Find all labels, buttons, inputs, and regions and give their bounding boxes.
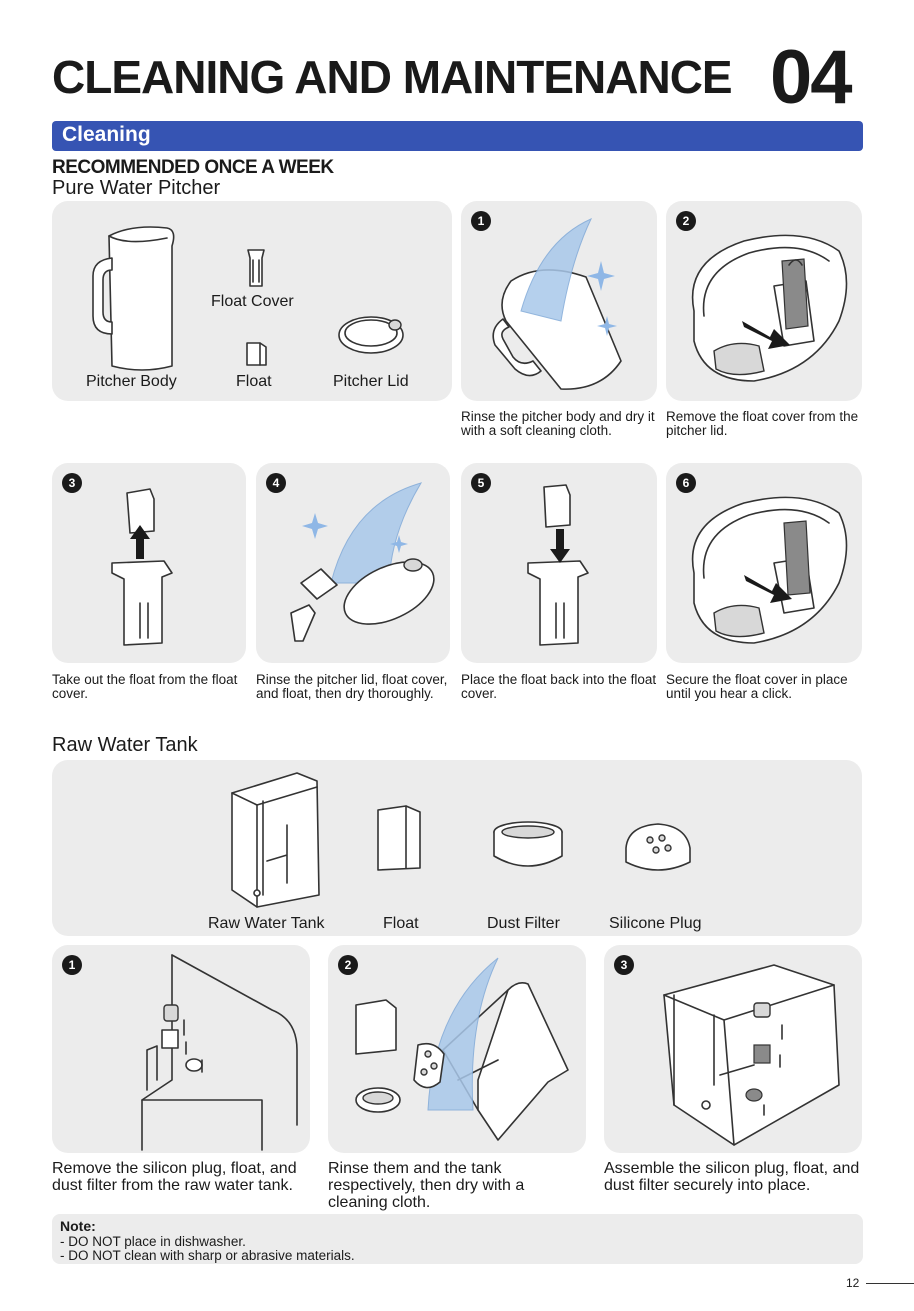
raw-water-tank-icon — [231, 772, 320, 908]
page-number: 12 — [846, 1276, 860, 1290]
frequency-heading: RECOMMENDED ONCE A WEEK — [52, 157, 334, 178]
tank-assemble-icon — [663, 964, 840, 1146]
step-number: 6 — [676, 473, 696, 493]
sparkle-icon — [587, 261, 615, 291]
pitcher-step-6-caption: Secure the float cover in place until yo… — [666, 672, 848, 701]
page-title: CLEANING AND MAINTENANCE — [52, 51, 733, 103]
pitcher-step-3-panel: 3 — [52, 463, 246, 663]
section-band-label: Cleaning — [62, 123, 151, 146]
pitcher-heading: Pure Water Pitcher — [52, 177, 221, 199]
tank-step-3-caption: Assemble the silicon plug, float, and du… — [604, 1160, 860, 1194]
section-band: Cleaning — [52, 121, 863, 151]
float-icon — [246, 342, 267, 366]
tank-float-label: Float — [383, 915, 419, 932]
step-number: 4 — [266, 473, 286, 493]
chapter-number: 04 — [770, 35, 853, 120]
pitcher-parts-panel: Float Cover Pitcher Body Float Pitcher L… — [52, 201, 452, 401]
lid-secure-icon — [691, 496, 848, 644]
step-number: 1 — [62, 955, 82, 975]
tank-step-2-panel: 2 — [328, 945, 586, 1153]
pitcher-body-icon — [92, 226, 175, 371]
float-remove-icon — [111, 488, 173, 646]
dust-filter-icon — [493, 821, 563, 867]
lid-rinse-icon — [290, 482, 435, 642]
float-icon — [377, 805, 421, 871]
pitcher-step-1-caption: Rinse the pitcher body and dry it with a… — [461, 409, 655, 438]
note-box: Note: - DO NOT place in dishwasher. - DO… — [52, 1214, 863, 1264]
tank-step-2-caption: Rinse them and the tank respectively, th… — [328, 1160, 525, 1211]
pitcher-rinse-icon — [492, 217, 622, 390]
page-number-rule — [866, 1283, 914, 1284]
raw-water-tank-label: Raw Water Tank — [208, 915, 325, 932]
tank-step-3-panel: 3 — [604, 945, 862, 1153]
lid-remove-icon — [691, 234, 848, 382]
tank-step-1-panel: 1 — [52, 945, 310, 1153]
pitcher-step-1-panel: 1 — [461, 201, 657, 401]
float-insert-icon — [527, 484, 589, 646]
pitcher-step-3-caption: Take out the float from the float cover. — [52, 672, 238, 701]
pitcher-step-6-panel: 6 — [666, 463, 862, 663]
step-number: 5 — [471, 473, 491, 493]
step-number: 3 — [62, 473, 82, 493]
tank-parts-panel: Raw Water Tank Float Dust Filter Silicon… — [52, 760, 862, 936]
step-number: 2 — [338, 955, 358, 975]
note-line: - DO NOT place in dishwasher. — [60, 1234, 246, 1249]
tank-disassemble-icon — [141, 954, 298, 1151]
step-number: 1 — [471, 211, 491, 231]
pitcher-body-label: Pitcher Body — [86, 373, 177, 390]
float-cover-icon — [247, 249, 265, 287]
pitcher-lid-label: Pitcher Lid — [333, 373, 409, 390]
pitcher-step-4-caption: Rinse the pitcher lid, float cover, and … — [256, 672, 448, 701]
tank-rinse-icon — [355, 957, 569, 1141]
tank-heading: Raw Water Tank — [52, 734, 198, 756]
arrow-icon — [742, 321, 790, 349]
silicone-plug-label: Silicone Plug — [609, 915, 702, 932]
pitcher-step-4-panel: 4 — [256, 463, 450, 663]
pitcher-lid-icon — [338, 316, 404, 354]
pitcher-step-2-panel: 2 — [666, 201, 862, 401]
pitcher-step-2-caption: Remove the float cover from the pitcher … — [666, 409, 859, 438]
tank-step-1-caption: Remove the silicon plug, float, and dust… — [52, 1160, 297, 1194]
float-cover-label: Float Cover — [211, 293, 294, 310]
step-number: 3 — [614, 955, 634, 975]
dust-filter-label: Dust Filter — [487, 915, 560, 932]
note-line: - DO NOT clean with sharp or abrasive ma… — [60, 1248, 355, 1263]
silicone-plug-icon — [625, 823, 691, 871]
note-title: Note: — [60, 1218, 96, 1234]
step-number: 2 — [676, 211, 696, 231]
pitcher-step-5-caption: Place the float back into the float cove… — [461, 672, 657, 701]
pitcher-step-5-panel: 5 — [461, 463, 657, 663]
float-label: Float — [236, 373, 272, 390]
